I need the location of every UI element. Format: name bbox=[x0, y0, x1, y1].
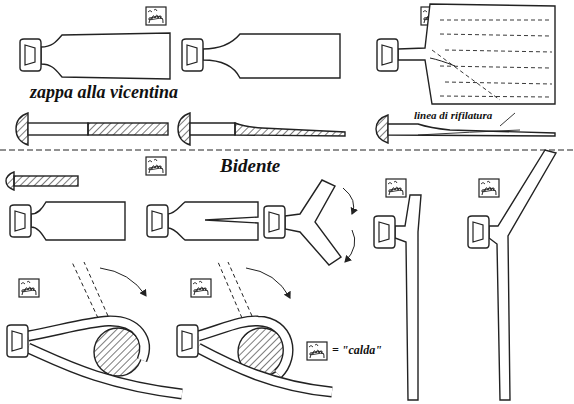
legend-text: = "calda" bbox=[332, 344, 382, 357]
section-heading: zappa alla vicentina bbox=[30, 83, 178, 103]
section-heading: Bidente bbox=[220, 156, 280, 177]
trim-line-label: linea di rifilatura bbox=[412, 109, 494, 121]
